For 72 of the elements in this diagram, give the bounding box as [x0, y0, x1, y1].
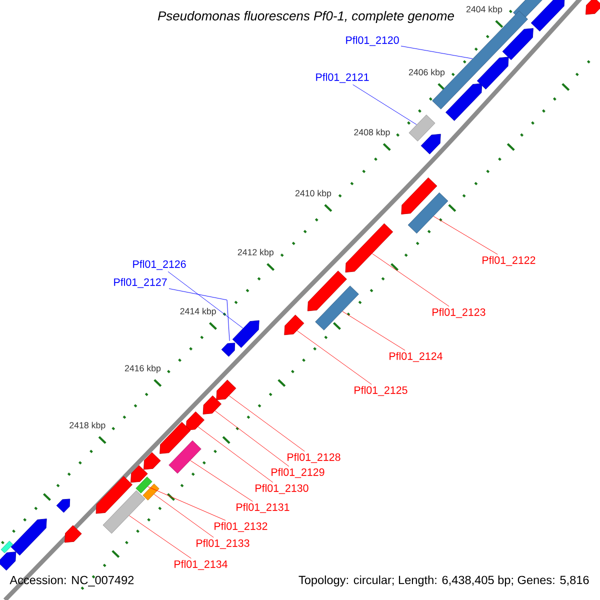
gene-block	[216, 380, 236, 400]
gene-label: Pfl01_2123	[432, 308, 486, 318]
scale-label: 2412 kbp	[238, 248, 274, 258]
gene-block	[345, 223, 394, 273]
leader-line	[198, 426, 274, 483]
gene-label: Pfl01_2130	[256, 484, 308, 494]
gene-label: Pfl01_2133	[196, 539, 250, 549]
gene-label: Pfl01_2132	[214, 522, 268, 532]
gene-block	[10, 518, 47, 556]
scale-label: 2408 kbp	[354, 128, 390, 138]
gene-block	[284, 314, 304, 336]
accession-label: Accession: NC_007492	[10, 576, 134, 586]
gene-label: Pfl01_2134	[174, 560, 228, 570]
gene-label: Pfl01_2128	[288, 453, 340, 463]
scale-label: 2418 kbp	[70, 422, 106, 430]
gene-block	[401, 177, 438, 214]
gene-block	[420, 134, 441, 154]
gene-label: Pfl01_2124	[390, 352, 442, 362]
scale-label: 2406 kbp	[408, 68, 445, 78]
gene-label: Pfl01_2127	[114, 278, 167, 288]
gene-label: Pfl01_2125	[354, 386, 408, 396]
map-title: Pseudomonas fluorescens Pf0-1, complete genome	[158, 10, 454, 24]
gene-block	[64, 525, 82, 543]
gene-block	[307, 270, 347, 312]
gene-box	[136, 476, 152, 494]
leader-line	[168, 288, 230, 342]
gene-label: Pfl01_2129	[272, 468, 324, 478]
gene-block	[446, 83, 482, 121]
scale-label: 2414 kbp	[180, 308, 216, 316]
leader-line	[129, 515, 192, 559]
gene-label: Pfl01_2126	[133, 260, 186, 270]
leader-line	[168, 271, 244, 328]
gene-block	[586, 0, 600, 15]
leader-line	[296, 330, 372, 385]
gene-box	[168, 440, 202, 474]
leader-line	[400, 46, 473, 59]
gene-block	[130, 465, 148, 483]
gene-block	[96, 476, 132, 514]
leader-line	[154, 494, 214, 538]
gene-block	[221, 342, 236, 357]
gene-label: Pfl01_2122	[482, 256, 536, 266]
leader-line	[342, 311, 406, 351]
gene-box	[0, 540, 14, 554]
leader-line	[147, 486, 226, 521]
gene-block	[502, 28, 534, 60]
leader-line	[190, 460, 253, 502]
scale-label: 2404 kbp	[466, 6, 502, 14]
gene-block	[186, 411, 204, 430]
gene-label: Pfl01_2131	[236, 503, 290, 513]
genome-info-label: Topology: circular; Length: 6,438,405 bp; Genes: 5,816	[298, 576, 589, 586]
gene-block	[530, 0, 565, 32]
gene-block	[160, 422, 191, 454]
scale-label: 2416 kbp	[124, 364, 161, 374]
leader-line	[352, 84, 417, 125]
scale-label: 2410 kbp	[295, 190, 332, 198]
gene-block	[232, 320, 260, 348]
gene-block	[56, 498, 70, 513]
gene-box	[408, 114, 436, 142]
leader-line	[214, 410, 290, 467]
leader-line	[372, 253, 450, 307]
gene-box	[102, 490, 146, 534]
gene-label: Pfl01_2121	[316, 73, 369, 83]
gene-block	[144, 452, 161, 470]
gene-label: Pfl01_2120	[346, 36, 399, 46]
gene-box	[408, 192, 448, 234]
leader-line	[228, 396, 305, 452]
gene-block	[0, 552, 16, 571]
leader-line	[433, 216, 498, 255]
gene-box	[142, 484, 160, 500]
gene-block	[202, 395, 222, 414]
gene-box	[315, 286, 359, 330]
gene-block	[476, 56, 509, 90]
